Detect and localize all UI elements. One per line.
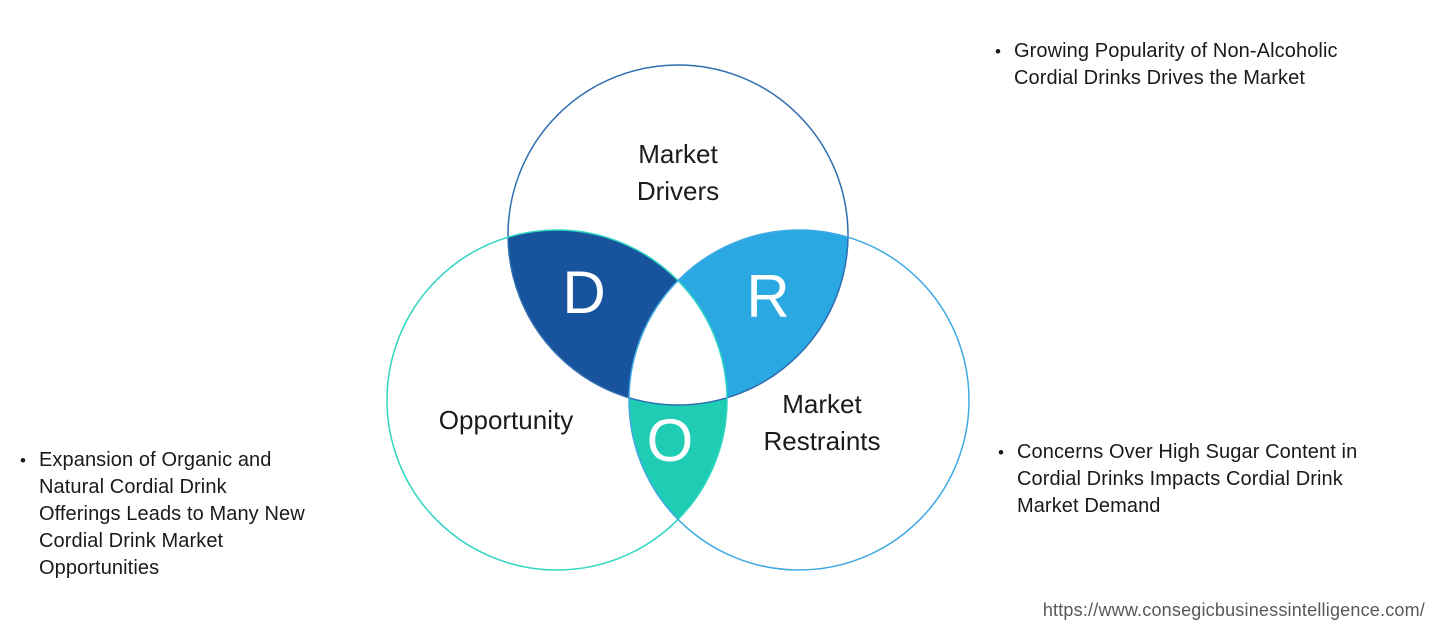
- drivers-circle-outline: [507, 64, 849, 406]
- drivers-label: Market Drivers: [636, 139, 720, 206]
- restraint-bullet: • Concerns Over High Sugar Content in Co…: [998, 439, 1453, 520]
- opportunity-bullet: • Expansion of Organic and Natural Cordi…: [20, 447, 390, 582]
- opportunity-bullet-text: Expansion of Organic and Natural Cordial…: [38, 449, 305, 579]
- driver-bullet: • Growing Popularity of Non-Alcoholic Co…: [995, 38, 1453, 92]
- drivers-overlap-letter: D: [562, 259, 606, 326]
- bullet-icon: •: [998, 443, 1004, 462]
- driver-bullet-text: Growing Popularity of Non-Alcoholic Cord…: [1013, 40, 1338, 89]
- bullet-icon: •: [995, 42, 1001, 61]
- opportunity-overlap-letter: O: [646, 407, 694, 474]
- restraints-label: Market Restraints: [763, 389, 881, 456]
- restraints-circle-outline: [628, 229, 970, 571]
- opportunity-circle-outline: [386, 229, 728, 571]
- restraint-bullet-text: Concerns Over High Sugar Content in Cord…: [1016, 441, 1358, 517]
- source-url[interactable]: https://www.consegicbusinessintelligence…: [1042, 600, 1425, 620]
- opportunity-label: Opportunity: [438, 405, 574, 435]
- bullet-icon: •: [20, 451, 26, 470]
- restraints-overlap-letter: R: [746, 263, 790, 330]
